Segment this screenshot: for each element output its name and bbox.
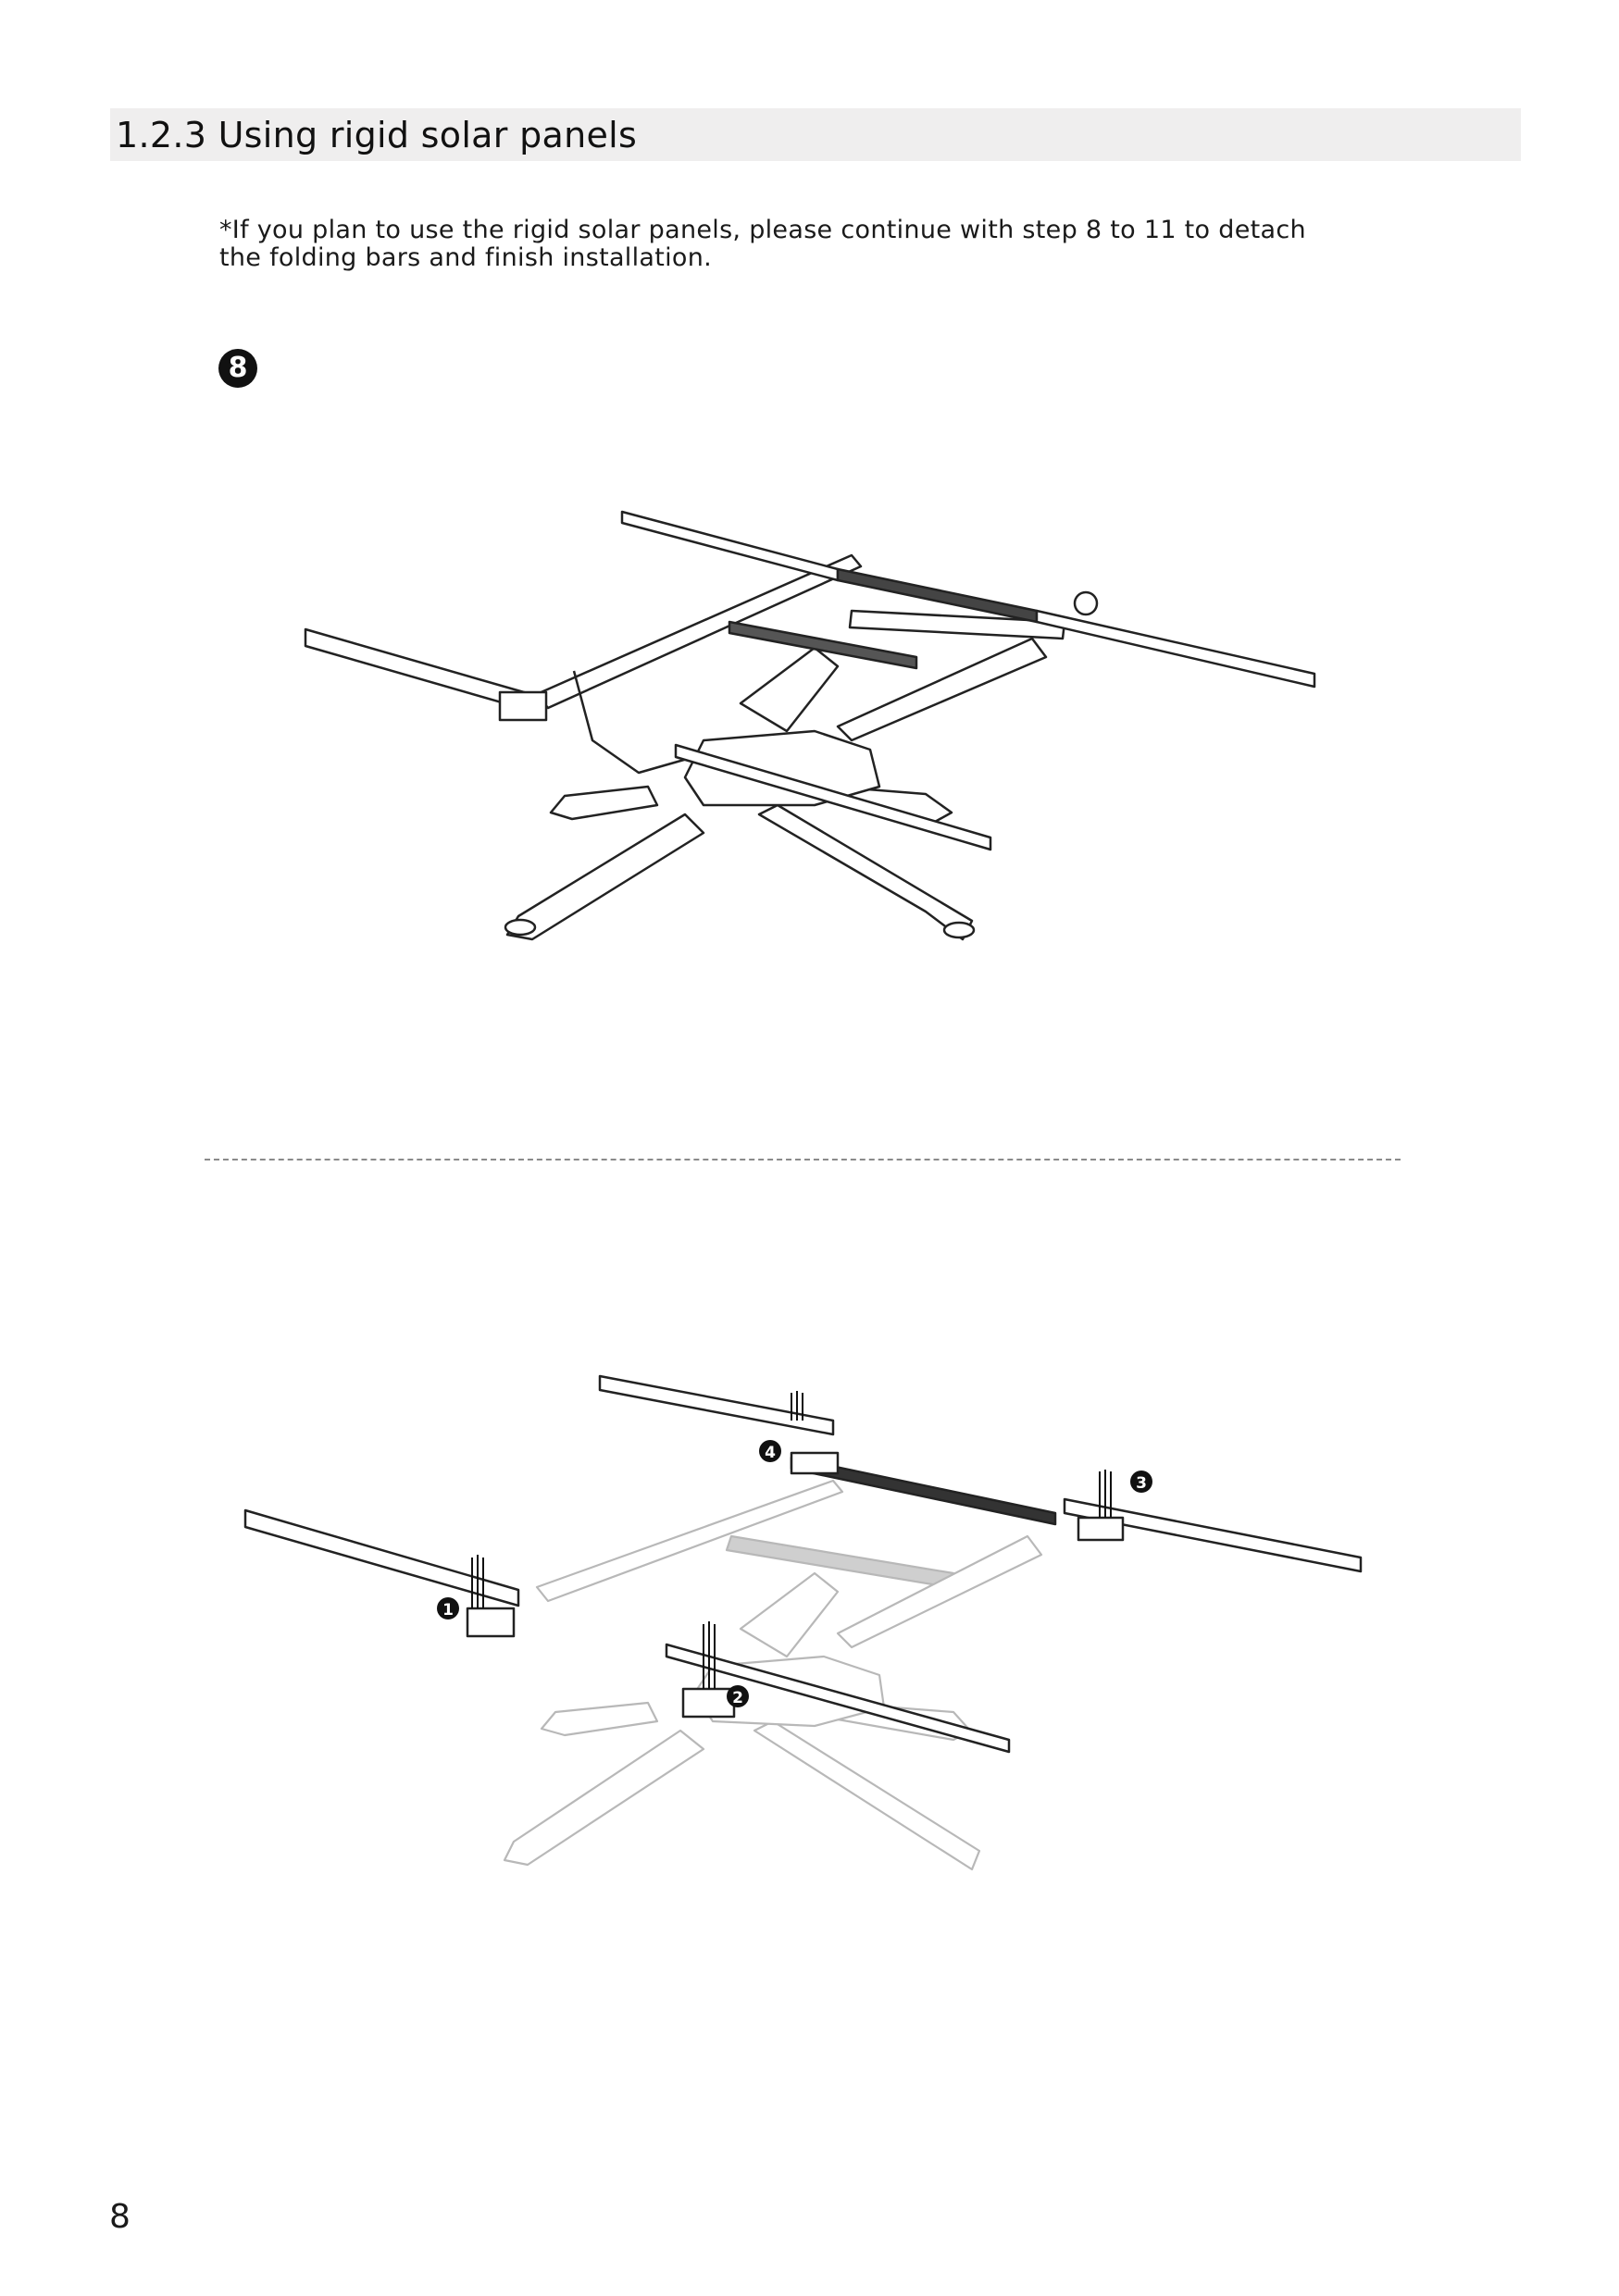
callout-4-badge [759,1440,781,1462]
detached-right-bar [1063,1497,1363,1573]
step-number-badge: 8 [218,349,257,388]
note-line-1: *If you plan to use the rigid solar pane… [219,216,1306,244]
screw-arrows-1 [471,1555,484,1608]
frame-tube-right [848,609,1066,640]
callout-1-badge [437,1597,459,1620]
callout-1-label: 1 [442,1601,454,1620]
top-bar-right [1035,609,1316,689]
screw-arrows-2 [703,1621,716,1689]
callout-3-badge [1130,1471,1152,1493]
faded-leg-back-left [540,1701,659,1737]
callout-4-label: 4 [765,1444,776,1462]
front-bracket [681,1687,736,1719]
faded-middle-bar [725,1534,955,1589]
note-line-2: the folding bars and finish installation… [219,243,713,272]
screw-arrows-4 [791,1391,803,1421]
faded-frame-tube-left [535,1479,844,1603]
faded-pivot-arm [739,1571,840,1658]
middle-bar [728,620,918,670]
detached-top-bar [598,1374,835,1436]
leg-front-left [505,813,705,941]
pivot-arm [739,646,840,733]
section-header: 1.2.3 Using rigid solar panels [110,108,1521,161]
left-bar-end [498,690,548,722]
callout-3-label: 3 [1136,1474,1147,1493]
foot-right [942,921,976,939]
faded-leg-right [753,1719,981,1871]
section-title: 1.2.3 Using rigid solar panels [116,115,638,155]
top-knob [1073,590,1099,616]
assembled-mount-diagram [304,510,1316,941]
instruction-note: *If you plan to use the rigid solar pane… [219,217,1386,272]
screw-arrows-3 [1099,1470,1112,1518]
callout-2-label: 2 [732,1689,743,1707]
top-bracket [790,1451,840,1475]
foot-left [504,918,537,937]
leg-back-left [549,785,659,821]
left-end-bracket [466,1607,516,1638]
section-divider [205,1159,1401,1160]
callout-2-badge [727,1685,749,1707]
faded-frame-tube-diagonal [836,1534,1043,1649]
detached-left-bar [243,1508,520,1607]
page-number: 8 [109,2198,131,2236]
right-bracket [1077,1516,1125,1542]
detached-front-bar [665,1643,1011,1754]
frame-tube-diagonal [836,637,1048,742]
frame-bracket-left [572,670,704,775]
front-bar [674,743,992,851]
faded-leg-left [503,1729,705,1867]
